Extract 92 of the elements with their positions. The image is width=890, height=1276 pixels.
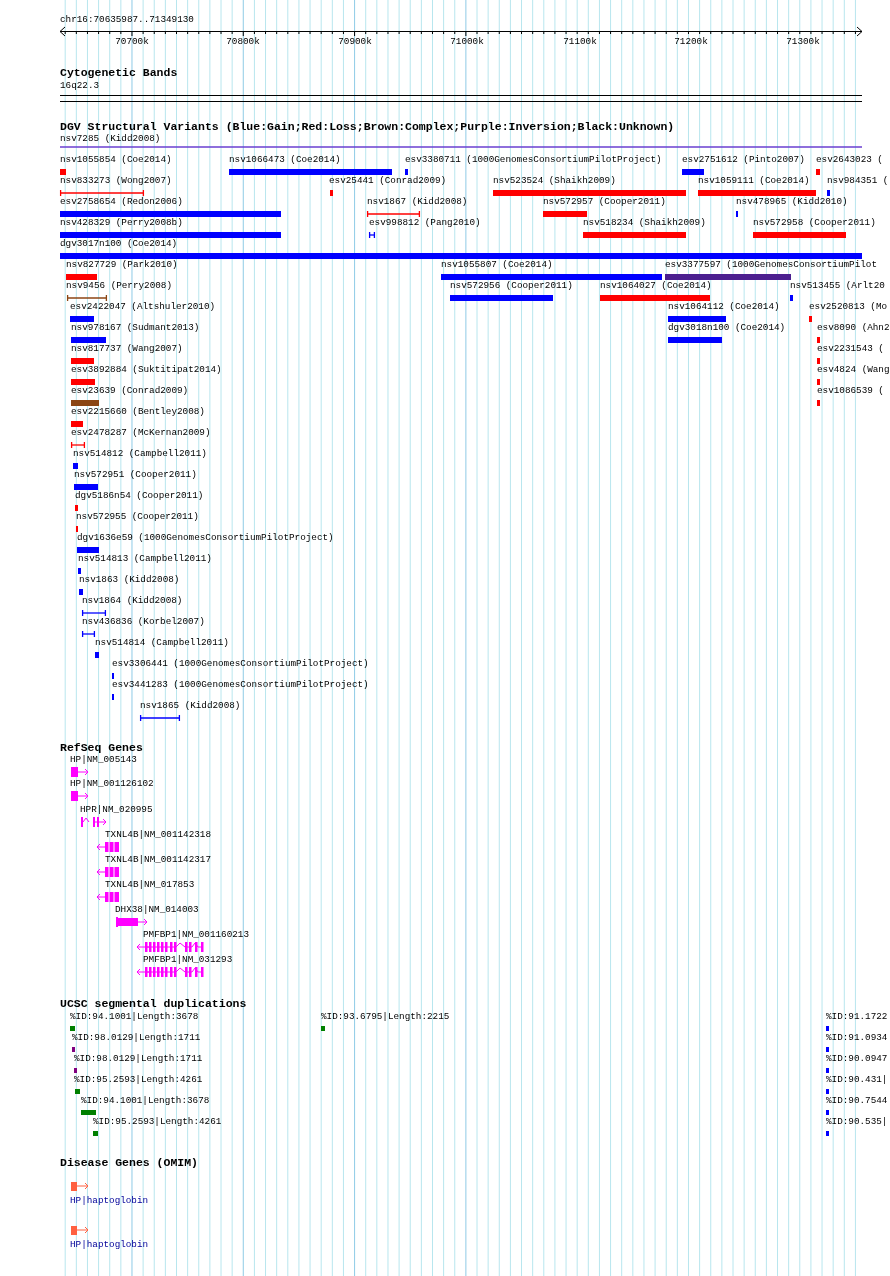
feature-label: esv2215660 (Bentley2008) [71, 407, 205, 417]
feature-label: nsv572956 (Cooper2011) [450, 281, 573, 291]
feature-label: nsv1055807 (Coe2014) [441, 260, 553, 270]
feature-label: esv25441 (Conrad2009) [329, 176, 447, 186]
feature-label: nsv436836 (Korbel2007) [82, 617, 205, 627]
feature-label: esv3380711 (1000GenomesConsortiumPilotProject) [405, 155, 662, 165]
feature-label: esv2520813 (Mo [809, 302, 888, 312]
feature-label: PMFBP1|NM_001160213 [143, 930, 249, 940]
feature-label: 16q22.3 [60, 81, 100, 91]
scale-label: 71300k [786, 37, 820, 47]
feature-label: dgv3017n100 (Coe2014) [60, 239, 178, 249]
feature-label: nsv1864 (Kidd2008) [82, 596, 183, 606]
feature-label: %ID:95.2593|Length:4261 [74, 1075, 203, 1085]
scale-label: 70700k [115, 37, 149, 47]
feature-label: nsv9456 (Perry2008) [66, 281, 172, 291]
feature-label: nsv817737 (Wang2007) [71, 344, 183, 354]
feature-label: esv2751612 (Pinto2007) [682, 155, 805, 165]
feature-label: %ID:91.0934 [826, 1033, 888, 1043]
feature-label: nsv514814 (Campbell2011) [95, 638, 229, 648]
feature-label: nsv478965 (Kidd2010) [736, 197, 848, 207]
feature-label: %ID:90.7544 [826, 1096, 888, 1106]
feature-label: %ID:91.1722 [826, 1012, 888, 1022]
scale-label: 71000k [450, 37, 484, 47]
feature-label: esv3306441 (1000GenomesConsortiumPilotProject) [112, 659, 369, 669]
feature-label: nsv833273 (Wong2007) [60, 176, 172, 186]
feature-label: HP|NM_005143 [70, 755, 137, 765]
feature-label: nsv1066473 (Coe2014) [229, 155, 341, 165]
feature-label: %ID:90.0947 [826, 1054, 888, 1064]
feature-label: nsv572957 (Cooper2011) [543, 197, 666, 207]
feature-label: dgv5186n54 (Cooper2011) [75, 491, 204, 501]
disease-gene-label: HP|haptoglobin [70, 1240, 149, 1250]
feature-label: esv8090 (Ahn2 [817, 323, 890, 333]
feature-label: nsv1059111 (Coe2014) [698, 176, 810, 186]
feature-label: nsv572955 (Cooper2011) [76, 512, 199, 522]
feature-label: esv1086539 ( [817, 386, 884, 396]
feature-label: nsv7285 (Kidd2008) [60, 134, 161, 144]
feature-label: esv2643023 ( [816, 155, 883, 165]
feature-label: nsv1867 (Kidd2008) [367, 197, 468, 207]
feature-label: esv3892884 (Suktitipat2014) [71, 365, 222, 375]
feature-label: nsv1863 (Kidd2008) [79, 575, 180, 585]
feature-label: esv2422047 (Altshuler2010) [70, 302, 216, 312]
feature-label: PMFBP1|NM_031293 [143, 955, 233, 965]
feature-label: esv998812 (Pang2010) [369, 218, 481, 228]
disease-gene-label: HP|haptoglobin [70, 1196, 149, 1206]
track-heading: UCSC segmental duplications [60, 998, 247, 1010]
track-heading: RefSeq Genes [60, 742, 143, 754]
feature-label: nsv572951 (Cooper2011) [74, 470, 197, 480]
feature-label: nsv978167 (Sudmant2013) [71, 323, 200, 333]
feature-label: %ID:94.1001|Length:3678 [81, 1096, 210, 1106]
feature-label: nsv514813 (Campbell2011) [78, 554, 212, 564]
scale-label: 71200k [674, 37, 708, 47]
feature-label: nsv428329 (Perry2008b) [60, 218, 183, 228]
feature-label: nsv827729 (Park2010) [66, 260, 178, 270]
feature-label: %ID:90.431| [826, 1075, 888, 1085]
feature-label: %ID:98.0129|Length:1711 [74, 1054, 203, 1064]
feature-label: esv23639 (Conrad2009) [71, 386, 189, 396]
track-heading: DGV Structural Variants (Blue:Gain;Red:Loss;Brown:Complex;Purple:Inversion;Black:Unknown) [60, 121, 675, 133]
feature-label: %ID:94.1001|Length:3678 [70, 1012, 199, 1022]
feature-label: nsv514812 (Campbell2011) [73, 449, 207, 459]
feature-label: nsv523524 (Shaikh2009) [493, 176, 616, 186]
feature-label: DHX38|NM_014003 [115, 905, 199, 915]
scale-label: 70900k [338, 37, 372, 47]
feature-label: %ID:95.2593|Length:4261 [93, 1117, 222, 1127]
feature-label: esv2478287 (McKernan2009) [71, 428, 211, 438]
feature-label: %ID:90.535| [826, 1117, 888, 1127]
feature-label: HPR|NM_020995 [80, 805, 153, 815]
feature-label: esv2758654 (Redon2006) [60, 197, 183, 207]
feature-label: HP|NM_001126102 [70, 779, 154, 789]
feature-label: nsv513455 (Arlt20 [790, 281, 885, 291]
feature-label: %ID:93.6795|Length:2215 [321, 1012, 450, 1022]
feature-label: esv3377597 (1000GenomesConsortiumPilot [665, 260, 877, 270]
feature-label: nsv1865 (Kidd2008) [140, 701, 241, 711]
feature-label: nsv1064027 (Coe2014) [600, 281, 712, 291]
feature-label: TXNL4B|NM_001142317 [105, 855, 211, 865]
feature-label: nsv572958 (Cooper2011) [753, 218, 876, 228]
feature-label: dgv1636e59 (1000GenomesConsortiumPilotProject) [77, 533, 334, 543]
feature-label: nsv1064112 (Coe2014) [668, 302, 780, 312]
feature-label: nsv518234 (Shaikh2009) [583, 218, 706, 228]
feature-label: TXNL4B|NM_017853 [105, 880, 195, 890]
feature-label: nsv984351 ( [827, 176, 889, 186]
scale-label: 71100k [563, 37, 597, 47]
scale-label: 70800k [226, 37, 260, 47]
feature-label: nsv1055854 (Coe2014) [60, 155, 172, 165]
feature-label: TXNL4B|NM_001142318 [105, 830, 211, 840]
track-heading: Cytogenetic Bands [60, 67, 178, 79]
feature-label: dgv3018n100 (Coe2014) [668, 323, 786, 333]
region-coordinates: chr16:70635987..71349130 [60, 15, 194, 25]
feature-label: esv4824 (Wang [817, 365, 890, 375]
feature-label: esv3441283 (1000GenomesConsortiumPilotProject) [112, 680, 369, 690]
track-heading: Disease Genes (OMIM) [60, 1157, 199, 1169]
feature-label: %ID:98.0129|Length:1711 [72, 1033, 201, 1043]
feature-label: esv2231543 ( [817, 344, 884, 354]
